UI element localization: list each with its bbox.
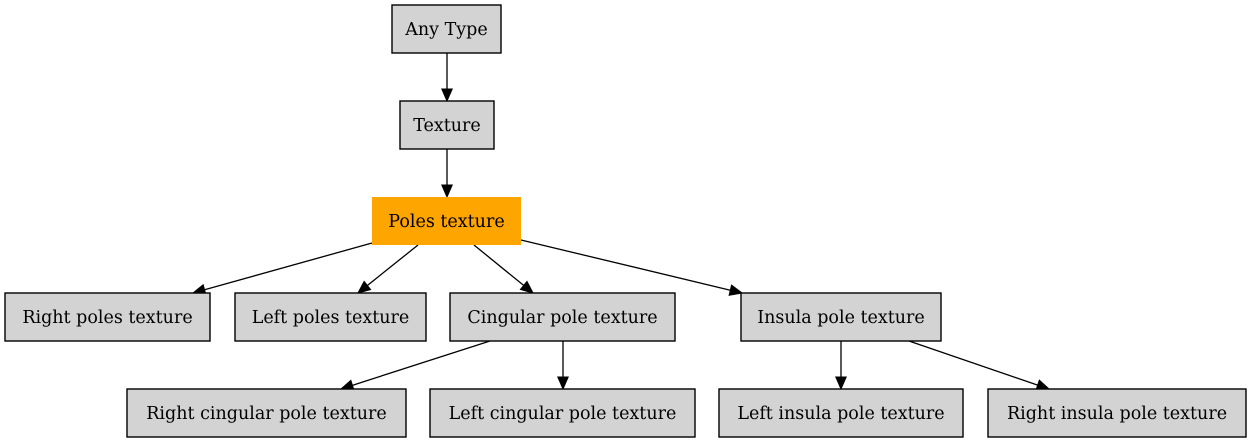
edge-poles-texture-to-left-poles <box>357 244 419 294</box>
node-box <box>126 388 407 438</box>
node-box <box>391 4 502 54</box>
node-left-insula: Left insula pole texture <box>718 388 964 438</box>
node-label: Right insula pole texture <box>1007 404 1227 424</box>
node-left-poles: Left poles texture <box>234 292 427 342</box>
arrowhead-icon <box>728 284 744 296</box>
node-label: Poles texture <box>388 212 504 232</box>
edge-line <box>908 340 1038 386</box>
edge-line <box>473 244 525 286</box>
node-any-type: Any Type <box>391 4 502 54</box>
node-texture: Texture <box>399 100 495 150</box>
node-label: Right cingular pole texture <box>146 404 386 424</box>
node-right-cingular: Right cingular pole texture <box>126 388 407 438</box>
node-label: Texture <box>413 116 481 136</box>
node-label: Left poles texture <box>252 308 410 328</box>
arrowhead-icon <box>357 280 372 294</box>
node-label: Cingular pole texture <box>467 308 657 328</box>
node-box <box>4 292 211 342</box>
edge-cingular-pole-to-left-cingular <box>557 341 569 391</box>
node-label: Right poles texture <box>22 308 192 328</box>
edges-layer <box>191 53 1051 391</box>
node-box <box>449 292 676 342</box>
edge-line <box>204 242 373 291</box>
edge-insula-pole-to-left-insula <box>835 341 847 391</box>
edge-line <box>352 340 491 386</box>
arrowhead-icon <box>441 88 453 103</box>
edge-poles-texture-to-right-poles <box>191 242 373 296</box>
edge-poles-texture-to-insula-pole <box>520 239 744 296</box>
node-box <box>987 388 1247 438</box>
node-label: Any Type <box>404 20 487 40</box>
edge-line <box>366 244 419 287</box>
arrowhead-icon <box>557 376 569 391</box>
node-cingular-pole: Cingular pole texture <box>449 292 676 342</box>
node-poles-texture: Poles texture <box>372 197 521 245</box>
node-label: Left insula pole texture <box>737 404 944 424</box>
node-box <box>429 388 696 438</box>
node-box <box>234 292 427 342</box>
node-left-cingular: Left cingular pole texture <box>429 388 696 438</box>
edge-any-type-to-texture <box>441 53 453 103</box>
node-right-poles: Right poles texture <box>4 292 211 342</box>
edge-texture-to-poles-texture <box>441 149 453 199</box>
edge-insula-pole-to-right-insula <box>908 340 1051 391</box>
node-label: Insula pole texture <box>757 308 925 328</box>
edge-cingular-pole-to-right-cingular <box>339 340 491 391</box>
arrowhead-icon <box>835 376 847 391</box>
node-label: Left cingular pole texture <box>449 404 677 424</box>
node-box <box>399 100 495 150</box>
edge-line <box>520 239 731 291</box>
arrowhead-icon <box>519 280 534 294</box>
arrowhead-icon <box>441 184 453 199</box>
edge-poles-texture-to-cingular-pole <box>473 244 534 294</box>
node-box <box>740 292 942 342</box>
node-box <box>372 197 521 245</box>
node-insula-pole: Insula pole texture <box>740 292 942 342</box>
node-right-insula: Right insula pole texture <box>987 388 1247 438</box>
node-box <box>718 388 964 438</box>
